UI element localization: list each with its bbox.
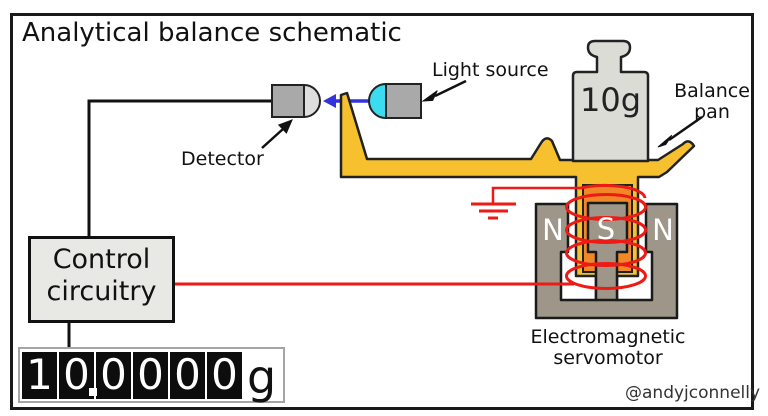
coil-icon [565,183,647,290]
readout-digit: 0 [170,351,205,399]
magnet-pole-n-right: N [652,213,674,247]
servomotor-label-line2: servomotor [553,346,663,369]
coil-top-turn [580,183,647,199]
servo-circuit [175,183,647,290]
light-source-arrowhead [421,90,438,102]
detector-arrowhead [277,119,293,134]
digital-readout: 1 0 0 0 0 0 g [18,347,285,403]
detector-label: Detector [181,148,264,170]
frame-border [10,13,754,410]
coil-turn-1 [565,193,647,221]
coil-turn-4 [565,262,647,290]
light-source-bulb-icon [368,82,387,120]
control-circuitry-box: Control circuitry [28,236,175,323]
coil-turn-2 [565,216,647,244]
detector-wire [87,99,272,236]
annotation-arrows [261,79,703,149]
balance-pan-label: Balance pan [668,81,756,122]
balance-pan-label-line2: pan [694,100,730,123]
readout-digit: 0 [133,351,168,399]
light-source-arrow [434,79,467,98]
detector-arrow [261,128,284,149]
detector-dome-icon [303,83,321,119]
decimal-point [89,388,97,396]
ground-icon [471,202,516,220]
weight-10g-icon [571,39,650,163]
servomotor-label: Electromagnetic servomotor [524,327,692,368]
coil-turn-3 [565,239,647,267]
detector-body-icon [271,84,305,118]
servomotor-label-line1: Electromagnetic [530,326,686,348]
control-box-line2: circuitry [46,275,157,307]
weight-value-label: 10g [579,81,642,119]
light-source-body-icon [385,83,422,119]
ground-wire [491,186,581,203]
readout-unit: g [247,350,277,404]
control-box-line1: Control [52,244,151,275]
magnet-pole-n-left: N [542,213,564,247]
light-source-label: Light source [432,59,549,81]
diagram-title: Analytical balance schematic [22,18,402,48]
readout-digit: 0 [207,351,242,399]
attribution: @andyjconnelly [625,383,761,403]
light-beam-arrowhead [323,94,336,108]
balance-pan-label-line1: Balance [674,80,750,102]
readout-digit: 0 [96,351,131,399]
balance-pan-arrow [668,115,703,142]
magnet-pole-s: S [596,212,616,246]
readout-digit: 0 [59,351,94,399]
readout-digit: 1 [22,351,57,399]
balance-pan-arrowhead [657,134,673,148]
